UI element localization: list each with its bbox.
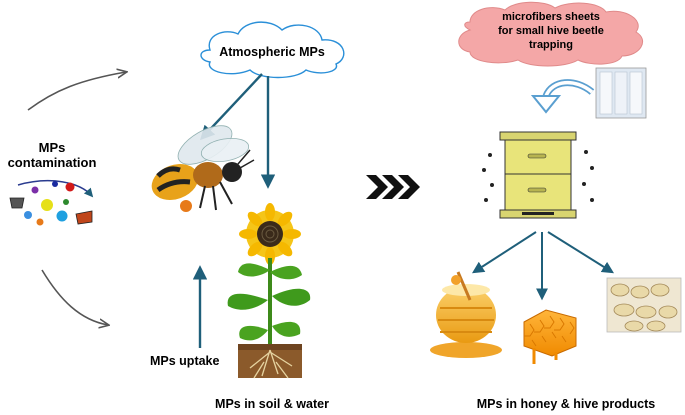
bee-larvae-icon bbox=[606, 277, 682, 333]
honey-pot-icon bbox=[430, 271, 502, 358]
honeycomb-icon bbox=[523, 309, 577, 364]
honeybee-icon bbox=[151, 125, 255, 212]
microfibers-cloud bbox=[458, 1, 643, 67]
contamination-arrow-up bbox=[27, 72, 126, 111]
microplastic-particles-icon bbox=[9, 180, 94, 226]
curved-hollow-arrow bbox=[530, 79, 595, 114]
mps-soil-water-label: MPs in soil & water bbox=[215, 397, 329, 411]
flow-chevrons-icon bbox=[366, 175, 420, 199]
microfibers-label-line2: for small hive beetle bbox=[498, 25, 604, 37]
beetle-trap-frame-icon bbox=[595, 67, 647, 119]
microfibers-label-line3: trapping bbox=[529, 39, 573, 51]
mps-honey-hive-label: MPs in honey & hive products bbox=[477, 397, 656, 411]
mps-contamination-label-line1: MPs bbox=[39, 140, 66, 155]
beehive-icon bbox=[482, 131, 594, 219]
sunflower-plant-icon bbox=[227, 203, 311, 379]
hive-to-honey-arrow bbox=[471, 231, 537, 274]
mps-contamination-label-line2: contamination bbox=[8, 155, 97, 170]
atmospheric-mps-label: Atmospheric MPs bbox=[219, 45, 325, 59]
atmospheric-cloud bbox=[200, 21, 345, 79]
mps-uptake-label: MPs uptake bbox=[150, 354, 220, 368]
hive-to-larvae-arrow bbox=[547, 231, 615, 274]
contamination-arrow-down bbox=[41, 269, 108, 325]
microfibers-label-line1: microfibers sheets bbox=[502, 11, 600, 23]
